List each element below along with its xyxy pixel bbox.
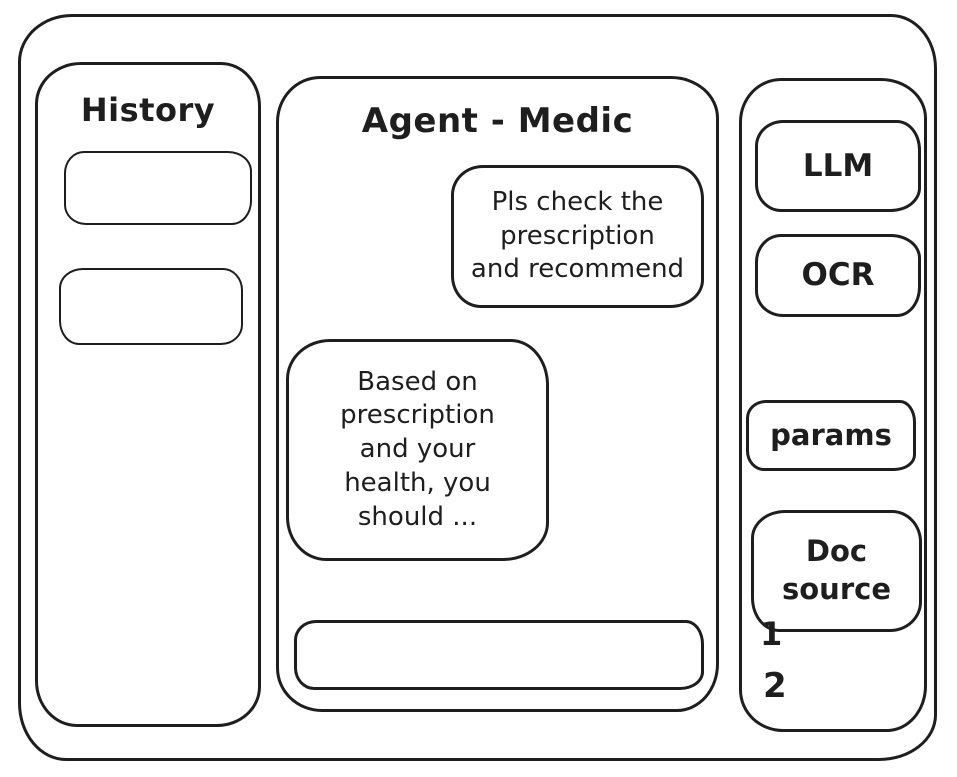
user-message-bubble: Pls check the prescription and recommend	[451, 165, 704, 308]
annotation-2: 2	[763, 666, 787, 706]
history-title: History	[80, 91, 216, 129]
tool-ocr-button[interactable]: OCR	[755, 234, 921, 317]
app-frame: History Agent - Medic Pls check the pres…	[18, 14, 937, 761]
history-item-1[interactable]	[64, 151, 252, 225]
tool-doc-source-button[interactable]: Doc source	[751, 510, 922, 632]
annotation-1: 1	[760, 615, 783, 653]
chat-panel: Agent - Medic Pls check the prescription…	[276, 76, 719, 712]
tools-panel: LLM OCR params Doc source 1 2	[739, 78, 927, 732]
tool-params-button[interactable]: params	[746, 400, 916, 471]
agent-message-bubble: Based on prescription and your health, y…	[286, 339, 549, 561]
tool-llm-button[interactable]: LLM	[755, 120, 921, 212]
history-item-2[interactable]	[59, 268, 243, 345]
chat-input[interactable]	[294, 620, 704, 690]
chat-title: Agent - Medic	[361, 101, 634, 141]
history-panel: History	[35, 62, 261, 727]
